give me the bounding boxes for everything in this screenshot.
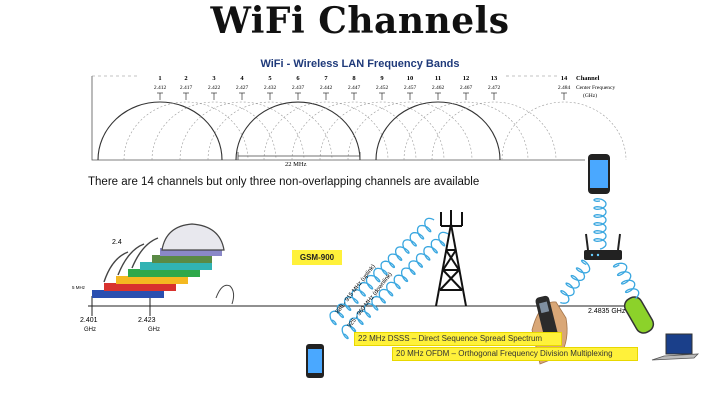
channel-number: 9 [380,75,384,82]
diagram-subtitle: WiFi - Wireless LAN Frequency Bands [260,58,460,70]
wave-coil [560,259,591,304]
laptop-icon [651,333,700,361]
overlapping-channel-arc [263,101,389,161]
channel-frequency: 2.472 [488,85,501,91]
band-label-mhz: 5 MHz [72,285,86,290]
channel-frequency: 2.422 [208,85,221,91]
overlapping-channel-arc [291,101,417,161]
channel-bar-2 [104,283,176,291]
channel-number: 2 [184,75,187,82]
overlapping-channel-arc [347,101,473,161]
channel-number: 6 [296,75,300,82]
channel-frequency: 2.457 [404,85,417,91]
channel-frequency: 2.437 [292,85,305,91]
wave-coil [341,231,449,340]
ofdm-label: 20 MHz OFDM – Orthogonal Frequency Divis… [392,347,638,361]
non-overlapping-channel-arc [375,101,501,161]
band-second-value: 2.423 [138,317,156,324]
usb-adapter-icon [623,296,655,334]
channel-bar-6 [152,255,212,263]
overlapping-channel-arc [179,101,305,161]
overlapping-channel-arc [319,101,445,161]
overlapping-channel-arc [403,101,529,161]
band-frame [91,76,585,161]
channel-number: 8 [352,75,356,82]
channel-number: 3 [212,75,216,82]
channel-frequency: 2.484 [558,85,571,91]
band-second-unit: GHz [148,327,160,333]
channel-header: Channel [576,75,600,82]
channel-number: 13 [491,75,498,82]
channel-frequency: 2.452 [376,85,389,91]
non-overlapping-channel-arc [97,101,223,161]
non-overlapping-channel-arc [235,101,361,161]
center-frequency-unit: (GHz) [583,92,597,99]
overlapping-channel-arc [151,101,277,161]
channel-frequency: 2.447 [348,85,361,91]
wave-coil [329,217,435,326]
channel-frequency: 2.427 [236,85,249,91]
lower-arc-end [215,284,235,305]
channel-frequency: 2.467 [460,85,473,91]
overlapping-channel-arc [207,101,333,161]
channel-bar-3 [116,276,188,284]
channel-frequency: 2.412 [154,85,167,91]
overlapping-channel-arc [501,101,627,161]
cell-tower-icon [435,210,467,307]
uplink-wave [329,217,435,326]
channel-number: 7 [324,75,328,82]
channel-number: 12 [463,75,470,82]
band-start-unit: GHz [84,327,96,333]
band-end-label: 2.4835 GHz [588,308,626,315]
wifi-links [560,198,640,304]
overlapping-channel-arc [431,101,557,161]
lower-dome [161,223,225,251]
bandwidth-label: 22 MHz [285,161,307,168]
channel-bar-7 [160,248,222,256]
wave-coil [593,198,607,250]
channel-frequency: 2.417 [180,85,193,91]
channel-number: 11 [435,75,441,82]
channel-number: 4 [240,75,244,82]
band-start-value: 2.401 [80,317,98,324]
channel-bar-1 [92,290,164,298]
dsss-label: 22 MHz DSSS – Direct Sequence Spread Spe… [354,332,562,346]
channel-number: 10 [407,75,414,82]
channel-bar-4 [128,269,200,277]
overlapping-channel-arc [123,101,249,161]
band-label-top: 2.4 [112,239,122,246]
downlink-wave [341,231,449,340]
page-title: WiFi Channels [210,0,510,42]
gsm-label: GSM-900 [292,250,342,265]
channel-number: 14 [561,75,568,82]
channel-bar-5 [140,262,212,270]
channel-number: 1 [158,75,161,82]
lower-arc-3 [131,237,159,269]
lower-arc-2 [117,243,145,276]
channel-frequency: 2.462 [432,85,445,91]
smartphone-icon-bottom [306,344,324,378]
smartphone-icon-top [588,154,610,194]
wave-coil [612,262,640,300]
uplink-label: 880 - 915 MHz (uplink) [335,264,377,316]
channel-markers: 1 2.412 2 2.417 3 2.422 4 2.427 5 2.432 6 2.437 7 2.4… [154,75,571,100]
channel-frequency: 2.432 [264,85,277,91]
channel-frequency: 2.442 [320,85,333,91]
channel-note: There are 14 channels but only three non… [88,176,480,188]
router-icon [584,233,622,260]
channel-arcs [97,101,627,161]
channel-number: 5 [268,75,272,82]
center-frequency-header: Center Frequency [576,85,615,91]
lower-arc-1 [103,251,129,283]
